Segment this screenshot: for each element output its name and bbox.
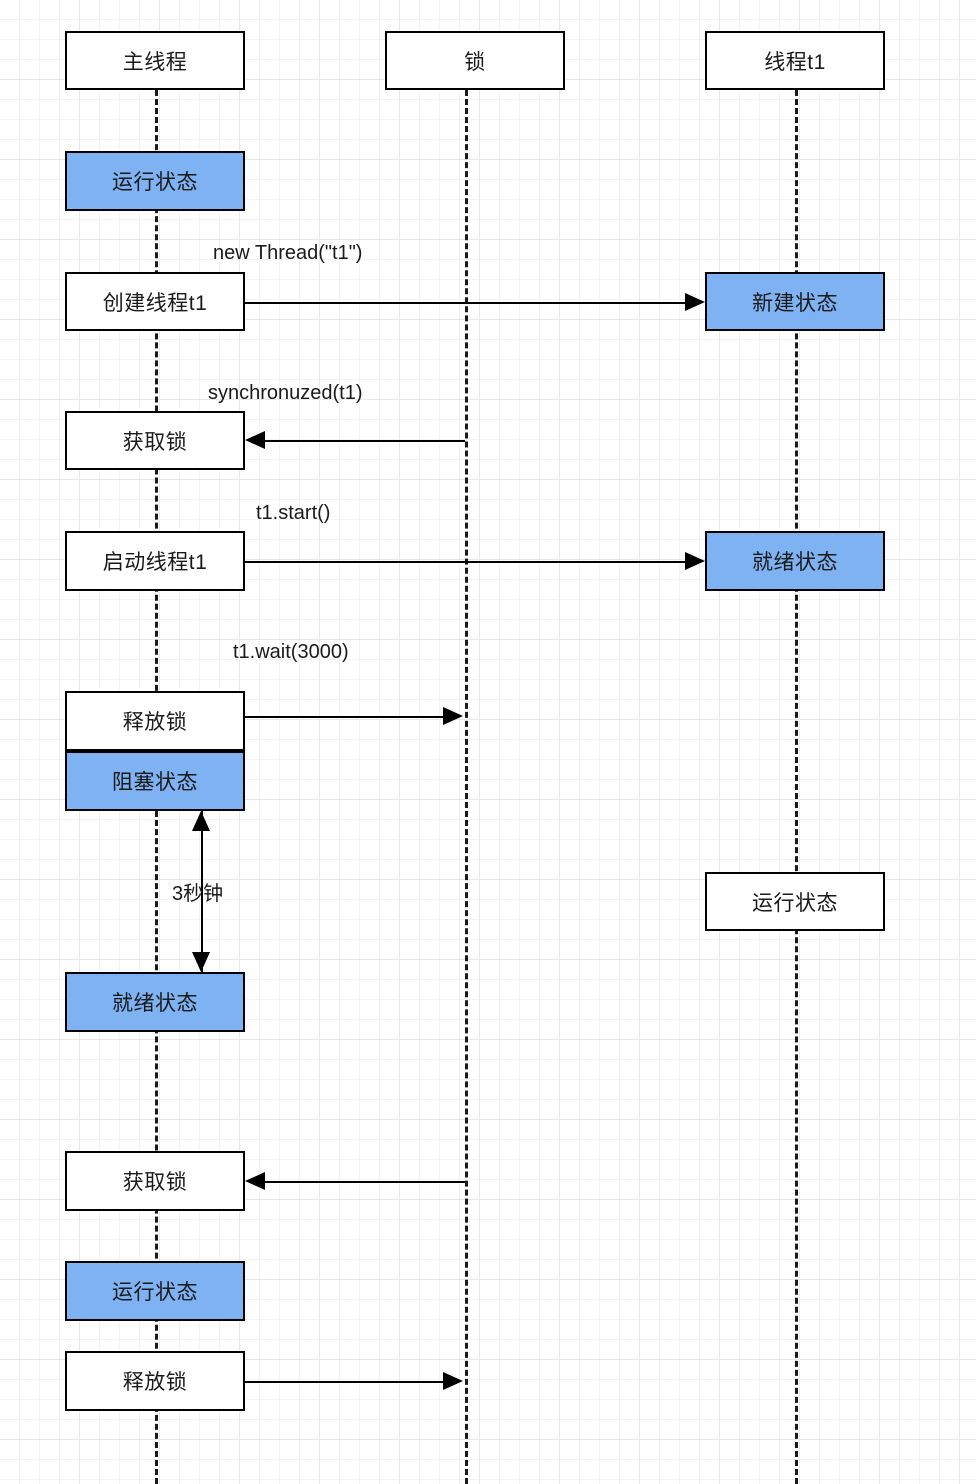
lifeline-lock [465,90,468,1484]
node-main-ready-state[interactable]: 就绪状态 [65,972,245,1032]
lifeline-thread-t1 [795,90,798,1484]
arrowhead-right-icon [685,293,705,311]
message-line-new-thread [245,302,685,304]
arrowhead-down-icon [192,952,210,972]
node-label: 就绪状态 [112,992,198,1015]
lifeline-header-thread-t1-label: 线程t1 [764,50,826,74]
node-label: 创建线程t1 [102,291,208,315]
message-label-new-thread: new Thread("t1") [213,242,363,264]
message-line-synchronized [265,440,465,442]
lifeline-header-main-thread-label: 主线程 [122,50,188,74]
message-label-synchronized: synchronuzed(t1) [208,382,363,404]
node-label: 运行状态 [752,891,838,915]
message-label-t1-wait: t1.wait(3000) [233,641,349,663]
message-label-three-seconds: 3秒钟 [172,883,224,905]
message-line-t1-start [245,561,685,563]
message-line-t1-wait [245,716,443,718]
node-main-running-state-2[interactable]: 运行状态 [65,1261,245,1321]
lifeline-header-main-thread[interactable]: 主线程 [65,31,245,90]
node-main-acquire-lock-1[interactable]: 获取锁 [65,411,245,470]
node-main-start-thread-t1[interactable]: 启动线程t1 [65,531,245,591]
arrowhead-up-icon [192,811,210,831]
node-label: 获取锁 [122,430,188,454]
node-t1-running-state[interactable]: 运行状态 [705,872,885,931]
node-main-release-lock-1[interactable]: 释放锁 [65,691,245,751]
node-main-blocked-state[interactable]: 阻塞状态 [65,751,245,811]
node-label: 运行状态 [112,1281,198,1304]
node-label: 新建状态 [752,291,838,315]
node-label: 就绪状态 [752,551,838,574]
arrowhead-right-icon [443,707,463,725]
node-label: 阻塞状态 [112,771,198,794]
node-label: 运行状态 [112,171,198,194]
lifeline-header-lock[interactable]: 锁 [385,31,565,90]
node-main-release-lock-2[interactable]: 释放锁 [65,1351,245,1411]
message-label-t1-start: t1.start() [256,502,331,524]
node-main-create-thread-t1[interactable]: 创建线程t1 [65,272,245,331]
node-label: 释放锁 [122,1371,188,1394]
arrowhead-left-icon [245,1172,265,1190]
node-main-acquire-lock-2[interactable]: 获取锁 [65,1151,245,1211]
message-line-three-seconds [201,811,203,972]
message-line-final-release-lock [245,1381,443,1383]
lifeline-header-lock-label: 锁 [464,50,486,74]
arrowhead-right-icon [443,1372,463,1390]
node-t1-ready-state[interactable]: 就绪状态 [705,531,885,591]
lifeline-header-thread-t1[interactable]: 线程t1 [705,31,885,90]
node-label: 启动线程t1 [102,551,208,574]
message-line-reacquire-lock [265,1181,465,1183]
node-main-running-state-1[interactable]: 运行状态 [65,151,245,211]
node-t1-new-state[interactable]: 新建状态 [705,272,885,331]
node-label: 获取锁 [122,1171,188,1194]
arrowhead-right-icon [685,552,705,570]
arrowhead-left-icon [245,431,265,449]
node-label: 释放锁 [122,711,188,734]
